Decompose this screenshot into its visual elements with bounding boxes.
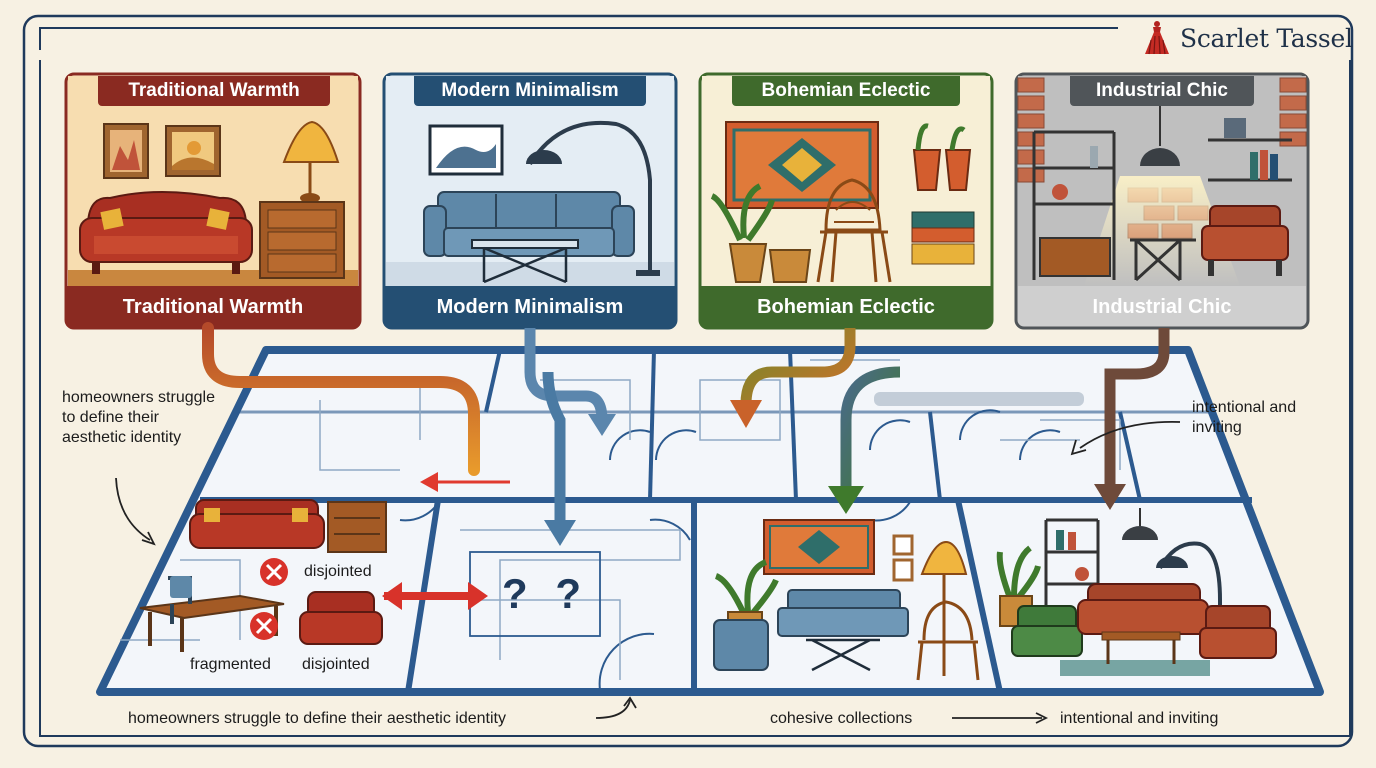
card-caption-industrial: Industrial Chic [1092,296,1232,318]
armchair-icon [713,619,769,671]
card-title-bohemian: Bohemian Eclectic [732,76,960,106]
sofa-icon [79,191,253,274]
caption-bottom-right: intentional and inviting [1060,710,1219,727]
caption-bottom-middle: cohesive collections [770,710,913,727]
coffee-table-icon [1101,631,1181,641]
wooden-table-icon [139,594,285,620]
metal-table-icon [1130,238,1196,282]
card-caption-bohemian: Bohemian Eclectic [757,296,935,318]
left-note: homeowners struggle to define their aest… [62,389,215,446]
plant-pot-icon [912,149,972,191]
plant-icon [710,183,775,283]
table-lamp-icon [282,120,340,163]
x-mark-icon [250,612,278,640]
coffee-table-icon [806,638,880,672]
label-fragmented: fragmented [190,656,271,673]
card-traditional-illustration [64,72,362,330]
sofa-icon [777,589,909,637]
brand-logo: Scarlet Tassel [1142,18,1353,58]
plant-icon [714,559,779,616]
sofa-icon [189,499,325,549]
cohesive-room-bohemian [713,519,980,681]
armchair-icon [299,591,383,645]
right-note: intentional and inviting [1192,399,1297,436]
coffee-table-icon [471,239,579,284]
question-marks: ? ? [502,570,589,617]
floor-lamp-icon [920,540,968,575]
fragmented-room [139,499,387,652]
rattan-chair-icon [916,600,980,681]
armchair-icon [1201,205,1289,276]
tassel-icon [1145,21,1169,55]
rattan-chair-icon [816,178,892,283]
card-title-traditional: Traditional Warmth [98,76,330,106]
basket-icon [768,249,812,283]
dresser-icon [327,501,387,553]
cohesive-room-industrial [996,508,1277,664]
shelving-icon [1032,130,1116,280]
label-disjointed-top: disjointed [304,563,372,580]
flow-arrows [115,322,1181,724]
card-caption-traditional: Traditional Warmth [122,296,304,318]
pendant-lamp-icon [1140,148,1180,166]
outer-frame [22,14,1354,748]
card-industrial-illustration [1014,72,1310,330]
shelving-icon [1044,518,1100,610]
card-title-industrial: Industrial Chic [1070,76,1254,106]
label-disjointed-bottom: disjointed [302,656,370,673]
x-mark-icon [260,558,288,586]
arc-floor-lamp-icon [1158,541,1222,646]
brand-name: Scarlet Tassel [1180,23,1353,53]
caption-bottom-left: homeowners struggle to define their aest… [128,710,506,727]
cushions-icon [911,211,975,229]
card-caption-modern: Modern Minimalism [436,296,624,318]
inner-frame [39,27,1351,737]
sofa-icon [1077,583,1209,635]
card-bohemian-illustration [698,72,994,330]
card-title-modern: Modern Minimalism [414,76,646,106]
pendant-lamp-icon [1122,526,1158,540]
arc-floor-lamp-icon [528,120,652,274]
plant-icon [996,545,1041,600]
card-modern-illustration [382,72,678,330]
